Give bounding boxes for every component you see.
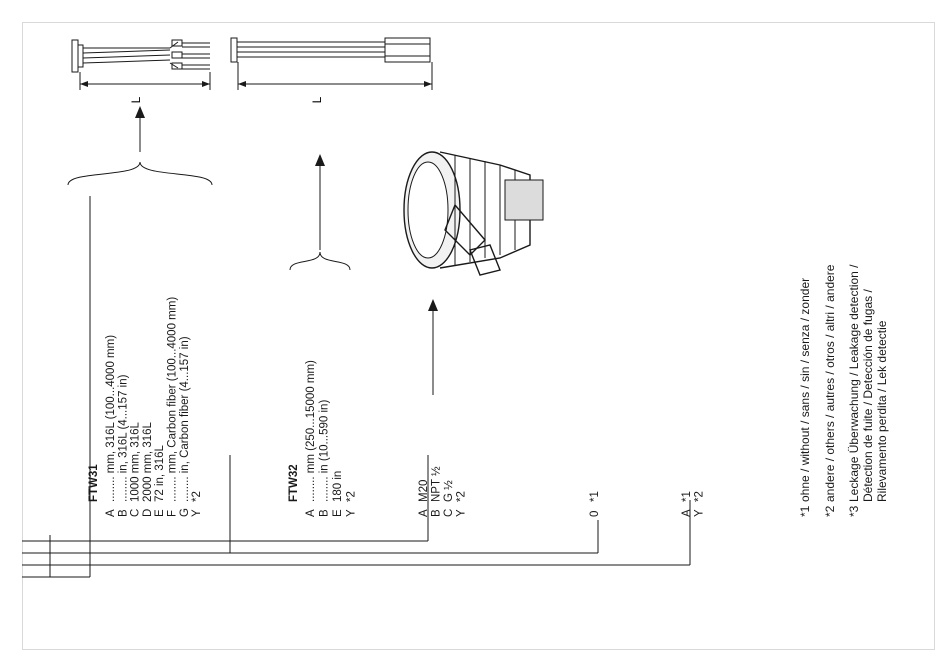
option-description: ........ in (10...590 in) [319,400,331,502]
dimension-labels: L L [129,96,324,103]
option-description: *2 [694,491,706,502]
footnotes: *1 ohne / without / sans / sin / senza / … [798,264,889,517]
option-description: *1 [681,491,693,502]
footnote-mark: *1 [798,505,812,517]
ftw31-probe-icon [71,39,211,90]
group-title: FTW32 [288,464,300,502]
option-description: G ½ [443,480,455,502]
option-description: 2000 mm, 316L [142,421,154,502]
cable-gland-icon [403,151,544,276]
option-code: E [154,509,166,517]
ftw32-probe-icon [230,37,433,90]
option-description: *2 [346,491,358,502]
option-description: 1000 mm, 316L [130,421,142,502]
footnote-mark: *2 [823,505,837,517]
option-description: ........ in, 316L (4...157 in) [117,374,129,502]
option-description: M20 [418,480,430,502]
option-description: ........ mm (250...15000 mm) [305,360,317,502]
option-code: B [319,509,331,517]
option-code: Y [191,509,203,517]
option-code: A [681,509,693,517]
ftw32-brace [289,251,351,271]
option-description: ........ mm, Carbon fiber (100...4000 mm… [167,297,179,502]
group-title: FTW31 [88,464,100,502]
option-code: Y [456,509,468,517]
option-description: ........ mm, 316L (100...4000 mm) [105,335,117,502]
footnote-text: Rilevamento perdita / Lek detectie [875,320,889,502]
code-selector-lines [22,196,691,578]
option-code: D [142,509,154,517]
footnote-text: Leckage Überwachung / Leakage detection … [847,264,861,502]
option-code: 0 [589,511,601,517]
ftw31-arrow-icon [135,106,145,152]
dimension-label-ftw32: L [310,96,324,103]
option-description: NPT ½ [431,466,443,502]
ftw32-arrow-icon [315,154,325,250]
option-code: B [117,509,129,517]
option-description: 72 in, 316L [154,444,166,502]
option-code: B [431,509,443,517]
option-code: C [443,509,455,517]
option-description: *2 [191,491,203,502]
option-code: G [179,508,191,517]
option-code: Y [694,509,706,517]
footnote-mark: *3 [847,505,861,517]
option-code: A [105,509,117,517]
option-description: ........ in, Carbon fiber (4...157 in) [179,336,191,502]
footnote-text: ohne / without / sans / sin / senza / zo… [798,278,812,502]
option-description: *1 [589,491,601,502]
option-description: 180 in [332,471,344,502]
option-description: *2 [456,491,468,502]
footnote-text: andere / others / autres / otros / altri… [823,264,837,502]
ftw31-brace [67,161,213,186]
option-code: A [418,509,430,517]
option-code: A [305,509,317,517]
option-code: Y [346,509,358,517]
dimension-label-ftw31: L [129,96,143,103]
option-code: F [167,510,179,517]
page-frame [22,22,935,650]
option-code: E [332,509,344,517]
option-code: C [130,509,142,517]
footnote-text: Détection de fuite / Detección de fugas … [861,289,875,502]
connector-arrow-icon [428,299,438,395]
